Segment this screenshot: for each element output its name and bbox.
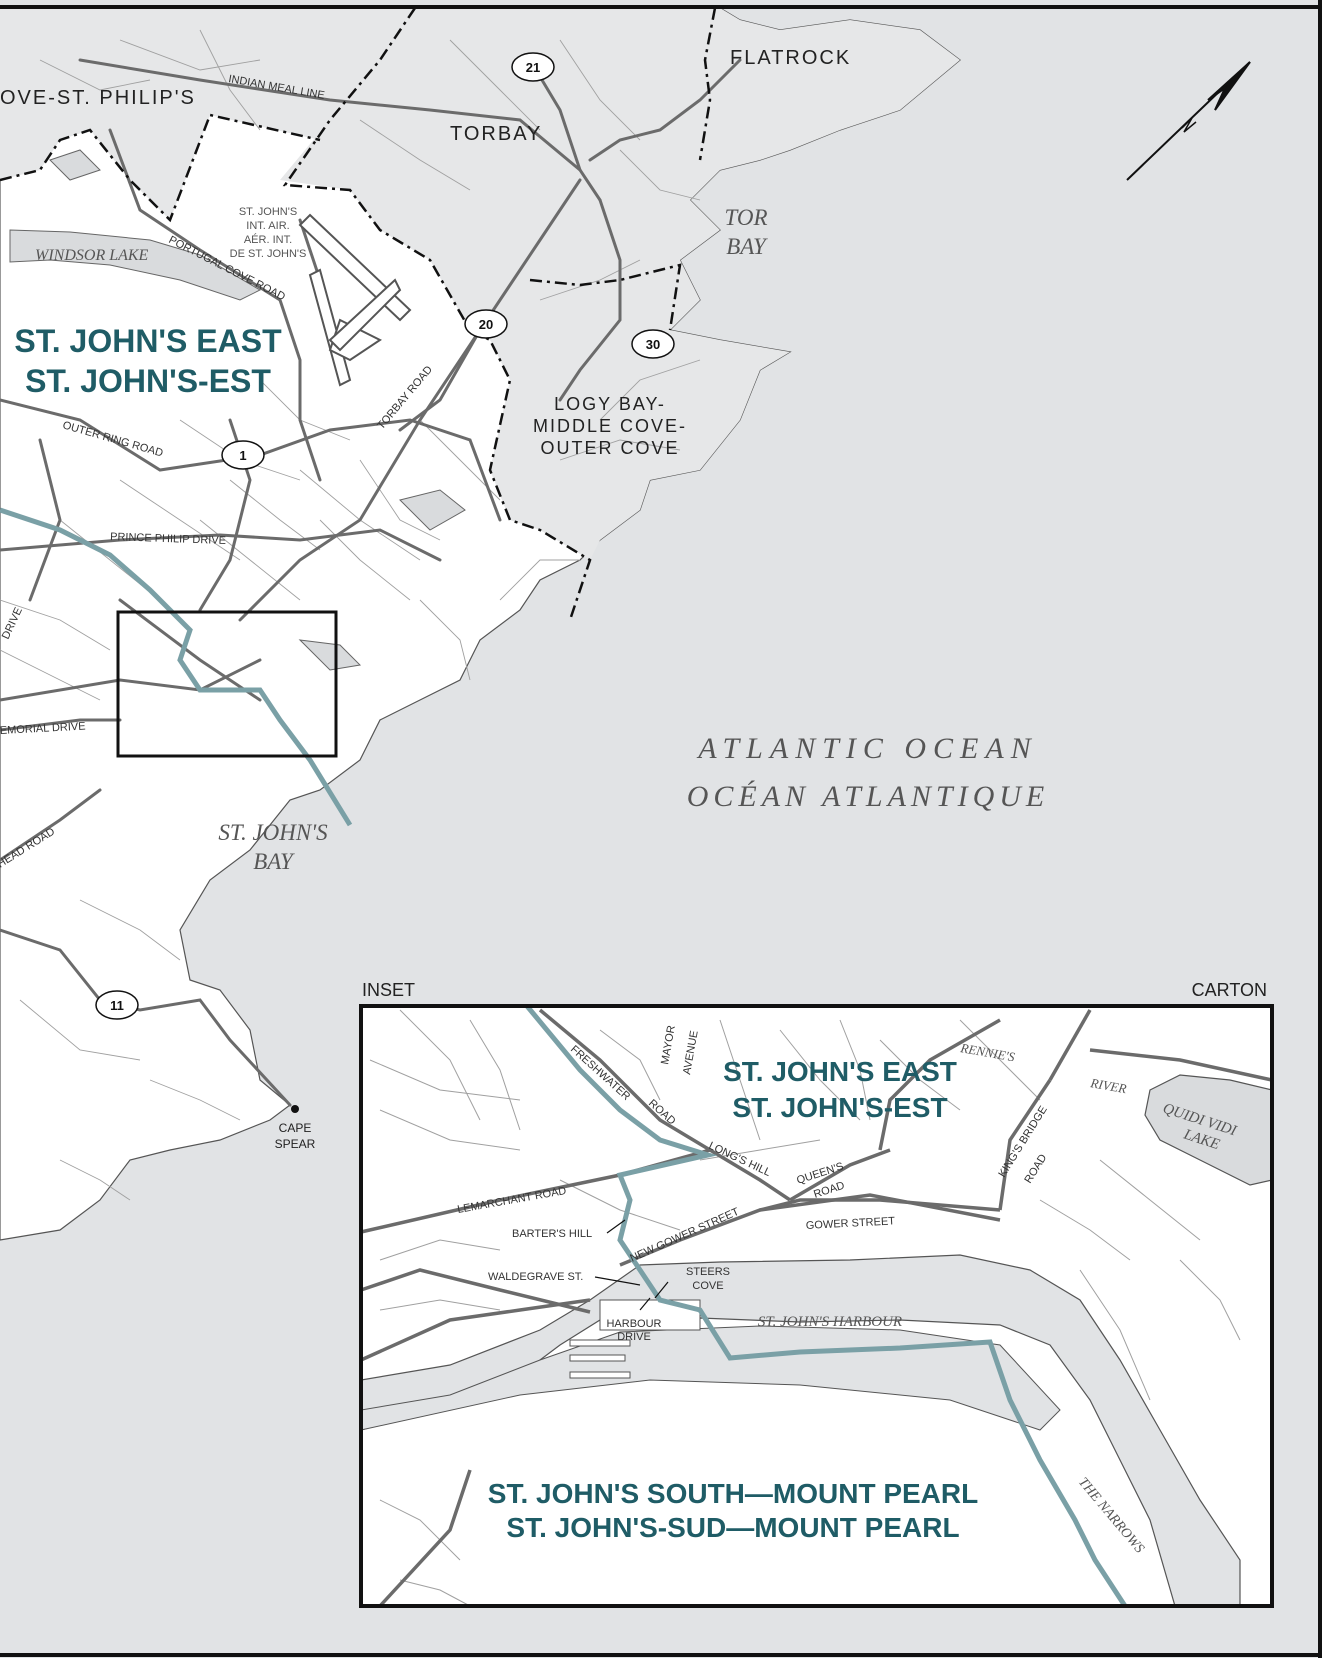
quidi-vidi-lake-main — [298, 639, 362, 671]
outside-area-west — [0, 8, 415, 220]
svg-text:21: 21 — [526, 60, 540, 75]
inset-east-road — [1089, 1048, 1273, 1082]
inset-rennies-road — [878, 1018, 1001, 1151]
label-tor-bay-2: BAY — [726, 234, 768, 259]
label-ocean-fr: OCÉAN ATLANTIQUE — [687, 780, 1050, 813]
indian-meal-line — [78, 58, 582, 172]
route-21 — [528, 58, 602, 202]
oxen-pond — [399, 489, 466, 531]
connector-b — [28, 438, 62, 602]
long-pond — [49, 149, 101, 181]
inset-quidi-vidi-lake — [1144, 1074, 1273, 1186]
label-logy-bay-1: LOGY BAY- — [554, 394, 666, 414]
label-logy-bay-3: OUTER COVE — [540, 438, 679, 458]
cape-spear-point — [291, 1105, 299, 1113]
inset-inset-forest-road — [1048, 1009, 1092, 1081]
inset-riding-east-en: ST. JOHN'S EAST — [723, 1056, 957, 1087]
riding-label-east-fr: ST. JOHN'S-EST — [25, 363, 271, 399]
inset-riding-east-fr: ST. JOHN'S-EST — [732, 1092, 947, 1123]
label-tor-bay-1: TOR — [724, 205, 767, 230]
inset-label-fr: CARTON — [1192, 980, 1267, 1000]
label-airport-1: ST. JOHN'S — [239, 206, 297, 218]
inset-harbour-south-shore — [360, 1325, 1061, 1431]
inset-leader-arrows — [594, 1219, 669, 1311]
inset-label-barters-hill: BARTER'S HILL — [512, 1228, 592, 1240]
label-ocean-en: ATLANTIC OCEAN — [696, 732, 1037, 765]
highway-shield-30: 30 — [631, 329, 675, 359]
label-torbay: TORBAY — [450, 123, 542, 145]
inset-kings-bridge-road — [998, 1079, 1052, 1211]
inset-longs-hill — [709, 1148, 791, 1202]
inset-riding-south-en: ST. JOHN'S SOUTH—MOUNT PEARL — [488, 1478, 978, 1509]
inset-queens-road — [789, 1148, 891, 1202]
municipal-boundaries — [0, 7, 717, 621]
portugal-cove-road — [108, 128, 322, 482]
airport-runways — [298, 213, 412, 387]
inset-label-harbour-dr-2: DRIVE — [617, 1331, 651, 1343]
highway-shield-11: 11 — [95, 990, 139, 1020]
riding-boundary-main — [0, 507, 353, 827]
inset-map: FRESHWATER ROAD MAYOR AVENUE LONG'S HILL… — [359, 1004, 1274, 1608]
inset-label-en: INSET — [362, 980, 415, 1000]
inset-label-steers-2: COVE — [692, 1280, 723, 1292]
label-memorial-drive: EMORIAL DRIVE — [0, 721, 86, 737]
label-cape-spear-1: CAPE — [279, 1121, 312, 1135]
inset-label-steers-1: STEERS — [686, 1266, 730, 1278]
inset-riding-boundary — [525, 1004, 1128, 1608]
inset-locator-box — [116, 610, 338, 758]
label-airport-3: AÉR. INT. — [244, 233, 292, 246]
inset-west-road — [360, 1268, 591, 1314]
north-arrow-icon — [1126, 61, 1251, 181]
connector-c — [118, 598, 262, 702]
inset-frame — [359, 1004, 1274, 1608]
inset-label-river: RIVER — [1088, 1075, 1127, 1096]
windsor-lake — [9, 229, 262, 301]
riding-label-east-en: ST. JOHN'S EAST — [14, 323, 282, 359]
label-prince-philip-drive: PRINCE PHILIP DRIVE — [110, 531, 226, 547]
label-sj-bay-2: BAY — [253, 849, 295, 874]
prince-philip-drive — [0, 528, 442, 562]
svg-text:1: 1 — [239, 448, 246, 463]
inset-riding-south-fr: ST. JOHN'S-SUD—MOUNT PEARL — [506, 1512, 959, 1543]
inset-label-harbour: ST. JOHN'S HARBOUR — [758, 1314, 902, 1330]
memorial-drive — [0, 718, 122, 732]
label-portugal-cove: OVE-ST. PHILIP'S — [0, 87, 196, 109]
route-30 — [558, 198, 622, 402]
inset-label-harbour-dr-1: HARBOUR — [606, 1318, 661, 1330]
label-windsor-lake: WINDSOR LAKE — [35, 247, 149, 264]
connector-d — [0, 658, 262, 702]
highway-shield-1: 1 — [221, 440, 265, 470]
highway-shield-20: 20 — [464, 309, 508, 339]
inset-west-curve — [378, 1469, 472, 1608]
inset-gower-street — [759, 1198, 1001, 1212]
head-road — [0, 788, 102, 862]
label-flatrock: FLATROCK — [730, 47, 851, 69]
svg-text:11: 11 — [110, 998, 124, 1013]
inset-harbour — [360, 1254, 1241, 1607]
outer-ring-road — [0, 398, 502, 522]
label-airport-2: INT. AIR. — [246, 220, 289, 232]
svg-text:30: 30 — [646, 337, 660, 352]
inset-freshwater-road — [538, 1008, 711, 1152]
route-11 — [0, 928, 292, 1107]
label-cape-spear-2: SPEAR — [275, 1137, 316, 1151]
inset-label-waldegrave: WALDEGRAVE ST. — [488, 1271, 583, 1283]
highway-shield-21: 21 — [511, 52, 555, 82]
inset-label-gower: GOWER STREET — [806, 1215, 896, 1232]
label-sj-bay-1: ST. JOHN'S — [218, 820, 328, 845]
label-logy-bay-2: MIDDLE COVE- — [533, 416, 687, 436]
torbay-road-south — [238, 328, 482, 622]
svg-text:20: 20 — [479, 317, 493, 332]
torbay-road — [588, 58, 742, 162]
label-airport-4: DE ST. JOHN'S — [230, 248, 307, 260]
